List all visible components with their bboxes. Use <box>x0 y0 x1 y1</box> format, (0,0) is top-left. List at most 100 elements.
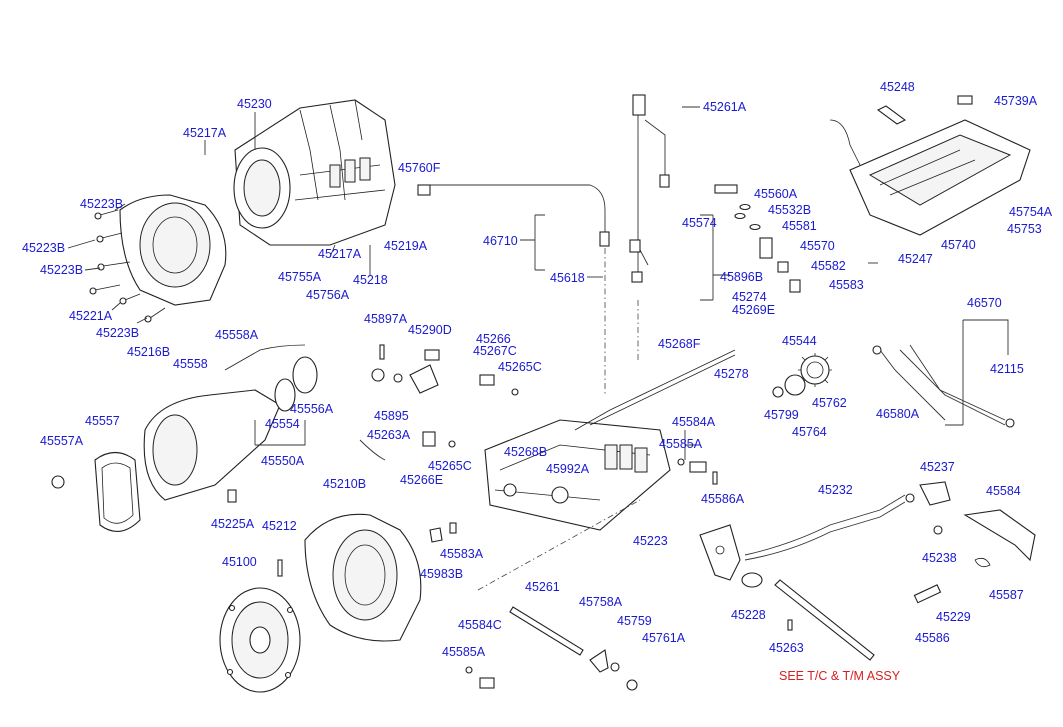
label-45897A: 45897A <box>364 312 408 326</box>
label-45983B: 45983B <box>420 567 463 581</box>
label-42115: 42115 <box>990 362 1024 376</box>
label-45587: 45587 <box>989 588 1024 602</box>
label-45532B: 45532B <box>768 203 811 217</box>
label-45895: 45895 <box>374 409 409 423</box>
valve-small-parts <box>714 184 801 293</box>
label-45263A: 45263A <box>367 428 411 442</box>
label-45992A: 45992A <box>546 462 590 476</box>
label-45219A: 45219A <box>384 239 428 253</box>
bracket-45223 <box>699 524 741 581</box>
label-45584C: 45584C <box>458 618 502 632</box>
label-45618: 45618 <box>550 271 585 285</box>
label-45269E: 45269E <box>732 303 775 317</box>
label-45560A: 45560A <box>754 187 798 201</box>
label-45582: 45582 <box>811 259 846 273</box>
wire-harness-45896B <box>629 94 670 360</box>
label-45247: 45247 <box>898 252 933 266</box>
label-45799: 45799 <box>764 408 799 422</box>
label-45896B: 45896B <box>720 270 763 284</box>
label-45228: 45228 <box>731 608 766 622</box>
label-45230: 45230 <box>237 97 272 111</box>
label-45586: 45586 <box>915 631 950 645</box>
label-45261: 45261 <box>525 580 560 594</box>
part-labels: 45230 45217A 45223B 45223B 45223B 45221A… <box>22 80 1053 683</box>
transmission-case-45230 <box>233 99 396 246</box>
label-45739A: 45739A <box>994 94 1038 108</box>
label-45223B: 45223B <box>80 197 123 211</box>
shift-cable-46710 <box>417 184 610 395</box>
label-45585A: 45585A <box>659 437 703 451</box>
label-45290D: 45290D <box>408 323 452 337</box>
label-45261A: 45261A <box>703 100 747 114</box>
label-45266E: 45266E <box>400 473 443 487</box>
label-45266: 45266 <box>476 332 511 346</box>
label-45229: 45229 <box>936 610 971 624</box>
label-45212: 45212 <box>262 519 297 533</box>
label-45756A: 45756A <box>306 288 350 302</box>
label-45274: 45274 <box>732 290 767 304</box>
see-tc-tm-assy-note: SEE T/C & T/M ASSY <box>779 669 901 683</box>
label-45223B: 45223B <box>96 326 139 340</box>
label-45223B: 45223B <box>22 241 65 255</box>
sensor-parts-45584A <box>677 458 718 485</box>
label-45761A: 45761A <box>642 631 686 645</box>
right-lower-parts <box>913 481 1036 604</box>
label-45753: 45753 <box>1007 222 1042 236</box>
label-45550A: 45550A <box>261 454 305 468</box>
oil-level-gauge-46570 <box>872 344 1015 428</box>
valve-body <box>484 349 736 531</box>
label-45557: 45557 <box>85 414 120 428</box>
label-45574: 45574 <box>682 216 717 230</box>
label-46570: 46570 <box>967 296 1002 310</box>
label-45100: 45100 <box>222 555 257 569</box>
label-45558: 45558 <box>173 357 208 371</box>
label-45759: 45759 <box>617 614 652 628</box>
label-45762: 45762 <box>812 396 847 410</box>
label-45225A: 45225A <box>211 517 255 531</box>
label-45268F: 45268F <box>658 337 701 351</box>
label-45217A: 45217A <box>183 126 227 140</box>
label-45585A: 45585A <box>442 645 486 659</box>
label-45237: 45237 <box>920 460 955 474</box>
label-45556A: 45556A <box>290 402 334 416</box>
leader-lines <box>67 106 1009 460</box>
gear-45544 <box>772 353 832 398</box>
label-45210B: 45210B <box>323 477 366 491</box>
label-45268B: 45268B <box>504 445 547 459</box>
label-45758A: 45758A <box>579 595 623 609</box>
label-45583A: 45583A <box>440 547 484 561</box>
lower-center-small-parts <box>589 649 638 691</box>
label-45557A: 45557A <box>40 434 84 448</box>
label-45586A: 45586A <box>701 492 745 506</box>
label-45263: 45263 <box>769 641 804 655</box>
label-46580A: 46580A <box>876 407 920 421</box>
label-45583: 45583 <box>829 278 864 292</box>
label-45232: 45232 <box>818 483 853 497</box>
bolts-left <box>89 209 166 323</box>
converter-housing-45210B <box>304 513 422 642</box>
extension-housing-45550A <box>143 344 318 501</box>
label-45267C: 45267C <box>473 344 517 358</box>
oil-pan-45740 <box>829 95 1031 236</box>
label-45754A: 45754A <box>1009 205 1053 219</box>
shift-rod-45232 <box>744 493 915 561</box>
label-45278: 45278 <box>714 367 749 381</box>
label-45218: 45218 <box>353 273 388 287</box>
label-45584: 45584 <box>986 484 1021 498</box>
shift-rod-45261 <box>465 499 641 689</box>
label-45238: 45238 <box>922 551 957 565</box>
label-45216B: 45216B <box>127 345 170 359</box>
label-45265C: 45265C <box>498 360 542 374</box>
label-45584A: 45584A <box>672 415 716 429</box>
label-45221A: 45221A <box>69 309 113 323</box>
bushing-45228 <box>741 572 875 661</box>
label-45223B: 45223B <box>40 263 83 277</box>
lower-left-bolts <box>227 489 457 543</box>
label-45544: 45544 <box>782 334 817 348</box>
label-45558A: 45558A <box>215 328 259 342</box>
label-46710: 46710 <box>483 234 518 248</box>
label-45755A: 45755A <box>278 270 322 284</box>
label-45223: 45223 <box>633 534 668 548</box>
label-45581: 45581 <box>782 219 817 233</box>
